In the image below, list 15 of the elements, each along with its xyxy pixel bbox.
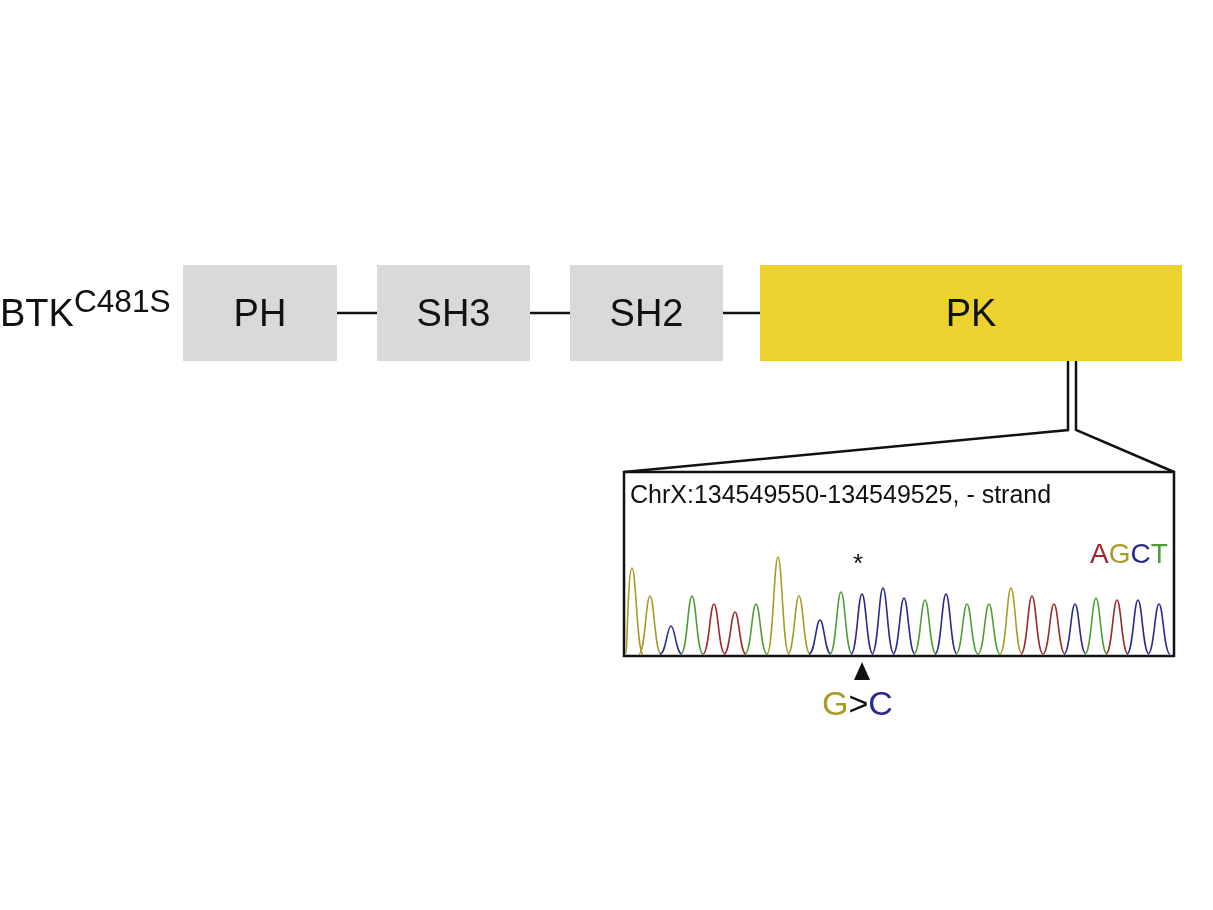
kinase-domain-box: PK [760, 265, 1182, 361]
mutation-label: G>C [822, 684, 893, 723]
linker-line [530, 311, 570, 315]
domain-box: PH [183, 265, 337, 361]
genomic-position-text: ChrX:134549550-134549525, - strand [630, 480, 1052, 509]
asterisk-mark: * [853, 548, 864, 579]
linker-line [723, 311, 760, 315]
base-legend: AGCT [1090, 538, 1168, 570]
domain-box: SH2 [570, 265, 723, 361]
domain-box: SH3 [377, 265, 530, 361]
zoom-line [1074, 361, 1175, 474]
zoom-line [623, 361, 1070, 474]
protein-name: BTK$^{C481S}$ [0, 283, 171, 335]
chromatogram-panel [622, 470, 1176, 658]
linker-line [337, 311, 377, 315]
